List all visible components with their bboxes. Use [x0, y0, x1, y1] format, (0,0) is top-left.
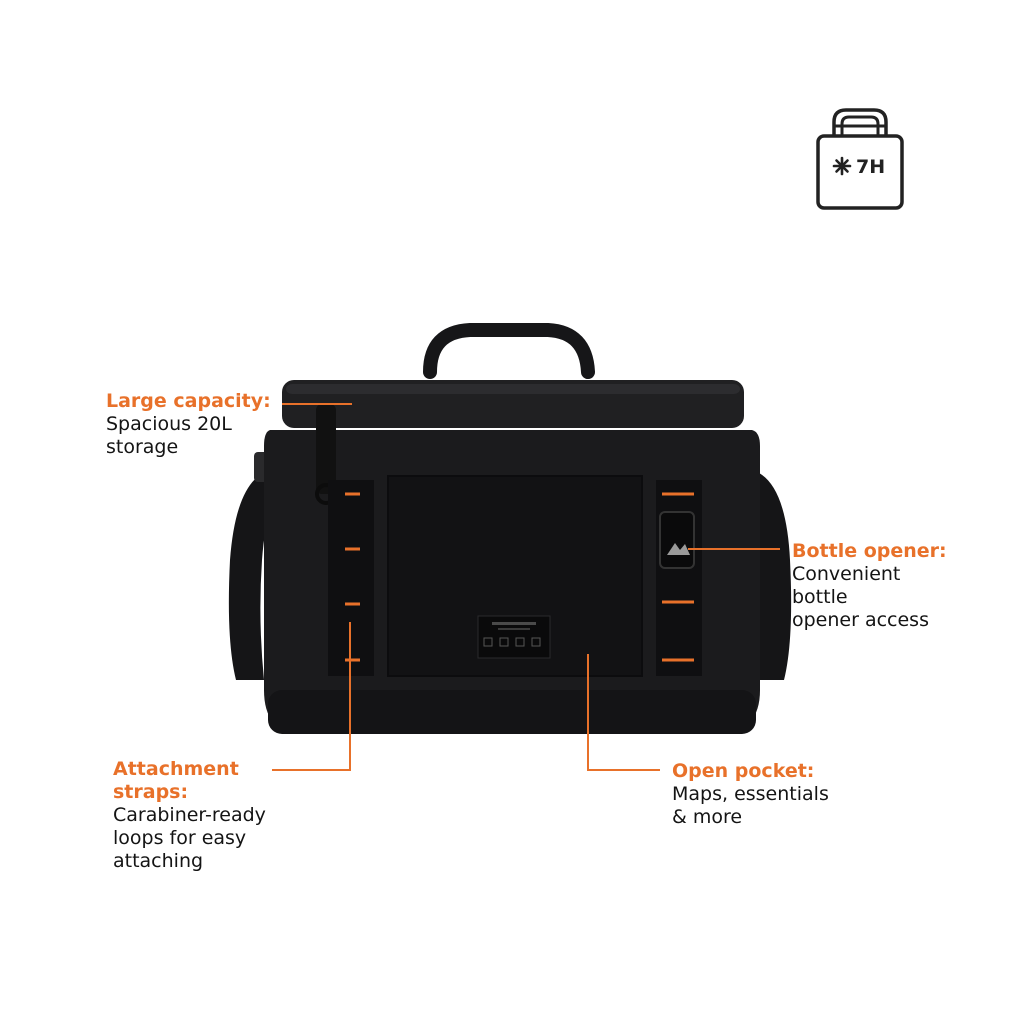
callout-title: Attachment — [113, 758, 239, 780]
callout-title: straps: — [113, 781, 189, 803]
insulated-bag-snowflake-icon: 7H — [816, 108, 904, 210]
callout-line: bottle — [792, 586, 848, 608]
callout-large-capacity: Large capacity: Spacious 20L storage — [106, 390, 271, 459]
callout-line: & more — [672, 806, 743, 828]
callout-line: storage — [106, 436, 179, 458]
callout-line: attaching — [113, 850, 204, 872]
callout-line: opener access — [792, 609, 929, 631]
callout-title: Bottle opener: — [792, 540, 947, 562]
callout-title: Open pocket: — [672, 760, 815, 782]
callout-line: Convenient — [792, 563, 901, 585]
badge-label: 7H — [856, 156, 885, 178]
leader-line-open-pocket — [587, 654, 660, 771]
callout-attachment-straps: Attachment straps: Carabiner-ready loops… — [113, 758, 266, 873]
callout-line: loops for easy — [113, 827, 247, 849]
callout-line: Spacious 20L — [106, 413, 232, 435]
callout-title: Large capacity: — [106, 390, 271, 412]
callout-bottle-opener: Bottle opener: Convenient bottle opener … — [792, 540, 947, 632]
callout-line: Carabiner-ready — [113, 804, 266, 826]
leader-line-attachment-straps — [272, 622, 351, 771]
callout-line: Maps, essentials — [672, 783, 829, 805]
snowflake-icon — [832, 156, 852, 176]
callout-open-pocket: Open pocket: Maps, essentials & more — [672, 760, 829, 829]
